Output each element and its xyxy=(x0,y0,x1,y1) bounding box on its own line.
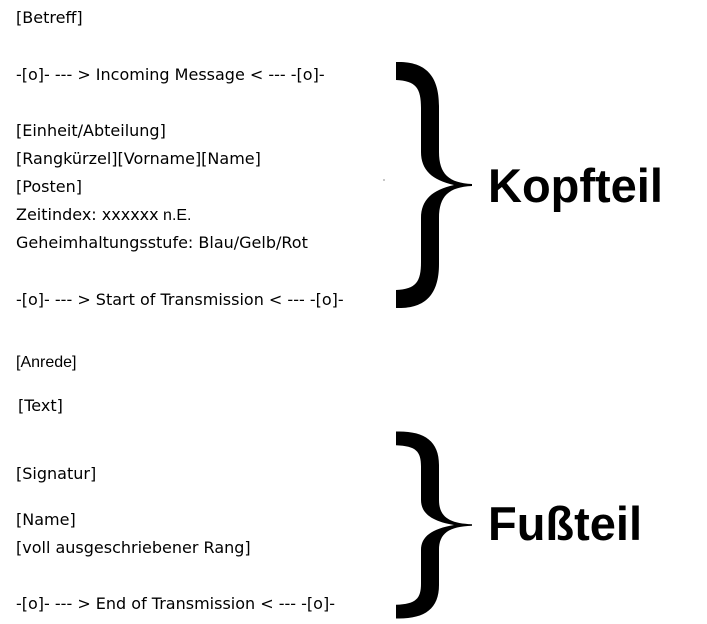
zeitindex-value: xxxxxx xyxy=(101,205,159,224)
zeitindex-line: Zeitindex: xxxxxx n.E. xyxy=(16,205,192,226)
geheimhaltung-line: Geheimhaltungsstufe: Blau/Gelb/Rot xyxy=(16,233,308,252)
kopfteil-brace-icon xyxy=(396,61,472,309)
voll-rang-line: [voll ausgeschriebener Rang] xyxy=(16,538,251,557)
kopfteil-label: Kopfteil xyxy=(488,159,663,212)
rang-name-line: [Rangkürzel][Vorname][Name] xyxy=(16,149,261,168)
anrede-line: [Anrede] xyxy=(16,354,77,371)
zeitindex-label: Zeitindex: xyxy=(16,205,102,224)
signatur-line: [Signatur] xyxy=(16,464,97,483)
zeitindex-suffix: n.E. xyxy=(158,207,192,224)
fussteil-brace-icon xyxy=(396,431,472,619)
text-line: [Text] xyxy=(18,396,63,415)
einheit-line: [Einheit/Abteilung] xyxy=(16,121,166,140)
posten-line: [Posten] xyxy=(16,177,82,196)
incoming-message-line: -[o]- --- > Incoming Message < --- -[o]- xyxy=(16,65,325,84)
name-line: [Name] xyxy=(16,510,76,529)
fussteil-label: Fußteil xyxy=(488,497,643,550)
stray-dot xyxy=(383,179,385,181)
betreff-line: [Betreff] xyxy=(16,8,83,27)
end-transmission-line: -[o]- --- > End of Transmission < --- -[… xyxy=(16,594,335,613)
start-transmission-line: -[o]- --- > Start of Transmission < --- … xyxy=(16,290,344,309)
